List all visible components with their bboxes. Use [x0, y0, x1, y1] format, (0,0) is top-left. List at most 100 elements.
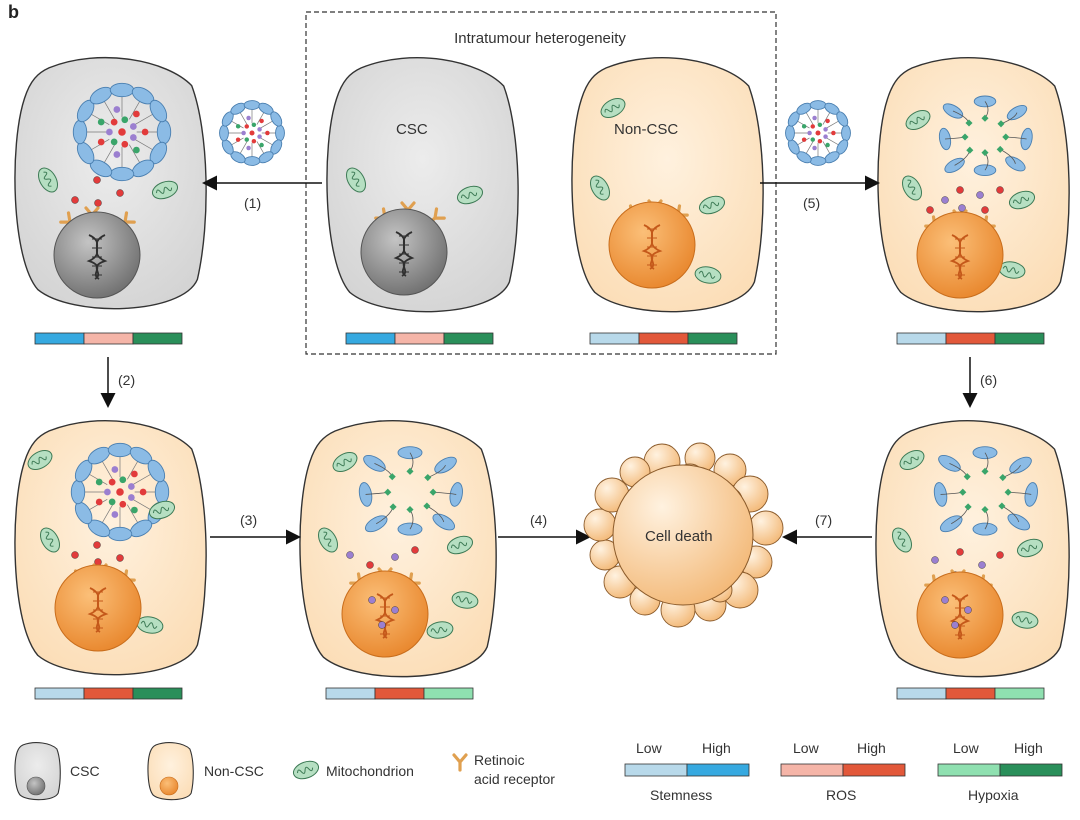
heterogeneity-title: Intratumour heterogeneity [454, 30, 626, 47]
legend-csc-label: CSC [70, 763, 100, 779]
ros-high-label: High [857, 740, 886, 756]
status-bar-non-csc [589, 332, 738, 345]
nucleus [341, 570, 429, 658]
legend-receptor-label-2: acid receptor [474, 771, 555, 787]
ros-segment [83, 687, 134, 700]
stemness-label: Stemness [650, 787, 713, 803]
status-bar-csc [345, 332, 494, 345]
cell-csc-treated [14, 57, 207, 310]
mitochondrion-icon [456, 185, 484, 205]
molecule-bead [93, 541, 101, 549]
stemness-segment [325, 687, 376, 700]
step-label-6: (6) [980, 372, 998, 388]
hypoxia-segment [423, 687, 474, 700]
hypoxia-segment [443, 332, 494, 345]
stemness-segment [34, 332, 85, 345]
nucleus [360, 208, 448, 296]
hypoxia-segment [994, 332, 1045, 345]
molecule-bead [978, 561, 986, 569]
nucleus [916, 571, 1004, 659]
mitochondrion-icon [446, 535, 474, 555]
step-label-1: (1) [244, 195, 262, 211]
mitochondrion-icon [600, 98, 626, 118]
stemness-segment [896, 332, 947, 345]
molecule-bead [926, 206, 934, 214]
hypoxia-label: Hypoxia [968, 787, 1019, 803]
molecule-bead [116, 554, 124, 562]
molecule-bead [964, 606, 972, 614]
nucleus [54, 564, 142, 652]
hypoxia-segment [132, 687, 183, 700]
mitochondrion-icon [151, 180, 179, 200]
hypoxia-high-label: High [1014, 740, 1043, 756]
mitochondrion-icon [905, 110, 931, 130]
nucleus [53, 211, 141, 299]
molecule-bead [368, 596, 376, 604]
molecule-bead [93, 176, 101, 184]
step-label-7: (7) [815, 512, 833, 528]
ros-low-label: Low [793, 740, 819, 756]
legend-receptor-label-1: Retinoic [474, 752, 525, 768]
disassembled-micelle-icon [933, 446, 1038, 536]
mitochondrion-icon [40, 527, 60, 553]
legend-mitochondrion-label: Mitochondrion [326, 763, 414, 779]
disassembled-micelle-icon [358, 446, 463, 536]
csc-cell-label: CSC [396, 121, 428, 138]
ros-segment [394, 332, 445, 345]
micelle-in-csc [72, 82, 172, 182]
molecule-bead [996, 186, 1004, 194]
molecule-bead [956, 548, 964, 556]
cell-non-csc-treated [877, 57, 1070, 313]
molecule-bead [411, 546, 419, 554]
molecule-bead [116, 189, 124, 197]
mitochondrion-icon [38, 167, 58, 193]
molecule-bead [976, 191, 984, 199]
retinoic-acid-receptor-icon [452, 753, 468, 772]
mitochondrion-icon [590, 175, 610, 201]
stemness-segment [34, 687, 85, 700]
step-label-4: (4) [530, 512, 548, 528]
molecule-bead [981, 206, 989, 214]
free-micelle-left [219, 100, 285, 166]
legend-csc-icon [14, 742, 61, 801]
ros-segment [945, 332, 996, 345]
molecule-bead [378, 621, 386, 629]
stemness-high-label: High [702, 740, 731, 756]
legend-stemness-bar [624, 763, 750, 777]
molecule-bead [71, 551, 79, 559]
ros-segment [945, 687, 996, 700]
molecule-bead [958, 204, 966, 212]
legend-hypoxia-bar [937, 763, 1063, 777]
molecule-bead [931, 556, 939, 564]
stemness-segment [589, 332, 640, 345]
free-micelle-right [785, 100, 851, 166]
stemness-segment [896, 687, 947, 700]
molecule-bead [941, 196, 949, 204]
mitochondrion-icon [892, 527, 912, 553]
mitochondrion-icon [318, 527, 338, 553]
ros-segment [638, 332, 689, 345]
cell-csc-differentiating [14, 420, 207, 676]
nucleus [916, 211, 1004, 299]
mitochondrion-icon [694, 266, 722, 284]
cell-non-csc-intermediate [875, 420, 1070, 678]
legend-mitochondrion-icon [292, 760, 320, 780]
cell-intermediate [299, 420, 497, 678]
molecule-bead [391, 606, 399, 614]
non-csc-cell-label: Non-CSC [614, 121, 679, 138]
molecule-bead [366, 561, 374, 569]
legend-non-csc-icon [147, 742, 194, 801]
step-label-5: (5) [803, 195, 821, 211]
cell-death-cluster [583, 442, 784, 628]
status-bar-non-csc-intermediate [896, 687, 1045, 700]
mitochondrion-icon [1011, 611, 1039, 629]
hypoxia-segment [994, 687, 1045, 700]
cell-non-csc [571, 57, 764, 313]
mitochondrion-icon [148, 500, 176, 520]
step-label-3: (3) [240, 512, 258, 528]
molecule-bead [951, 621, 959, 629]
mitochondrion-icon [346, 167, 366, 193]
stemness-segment [345, 332, 396, 345]
mitochondrion-icon [426, 621, 454, 639]
